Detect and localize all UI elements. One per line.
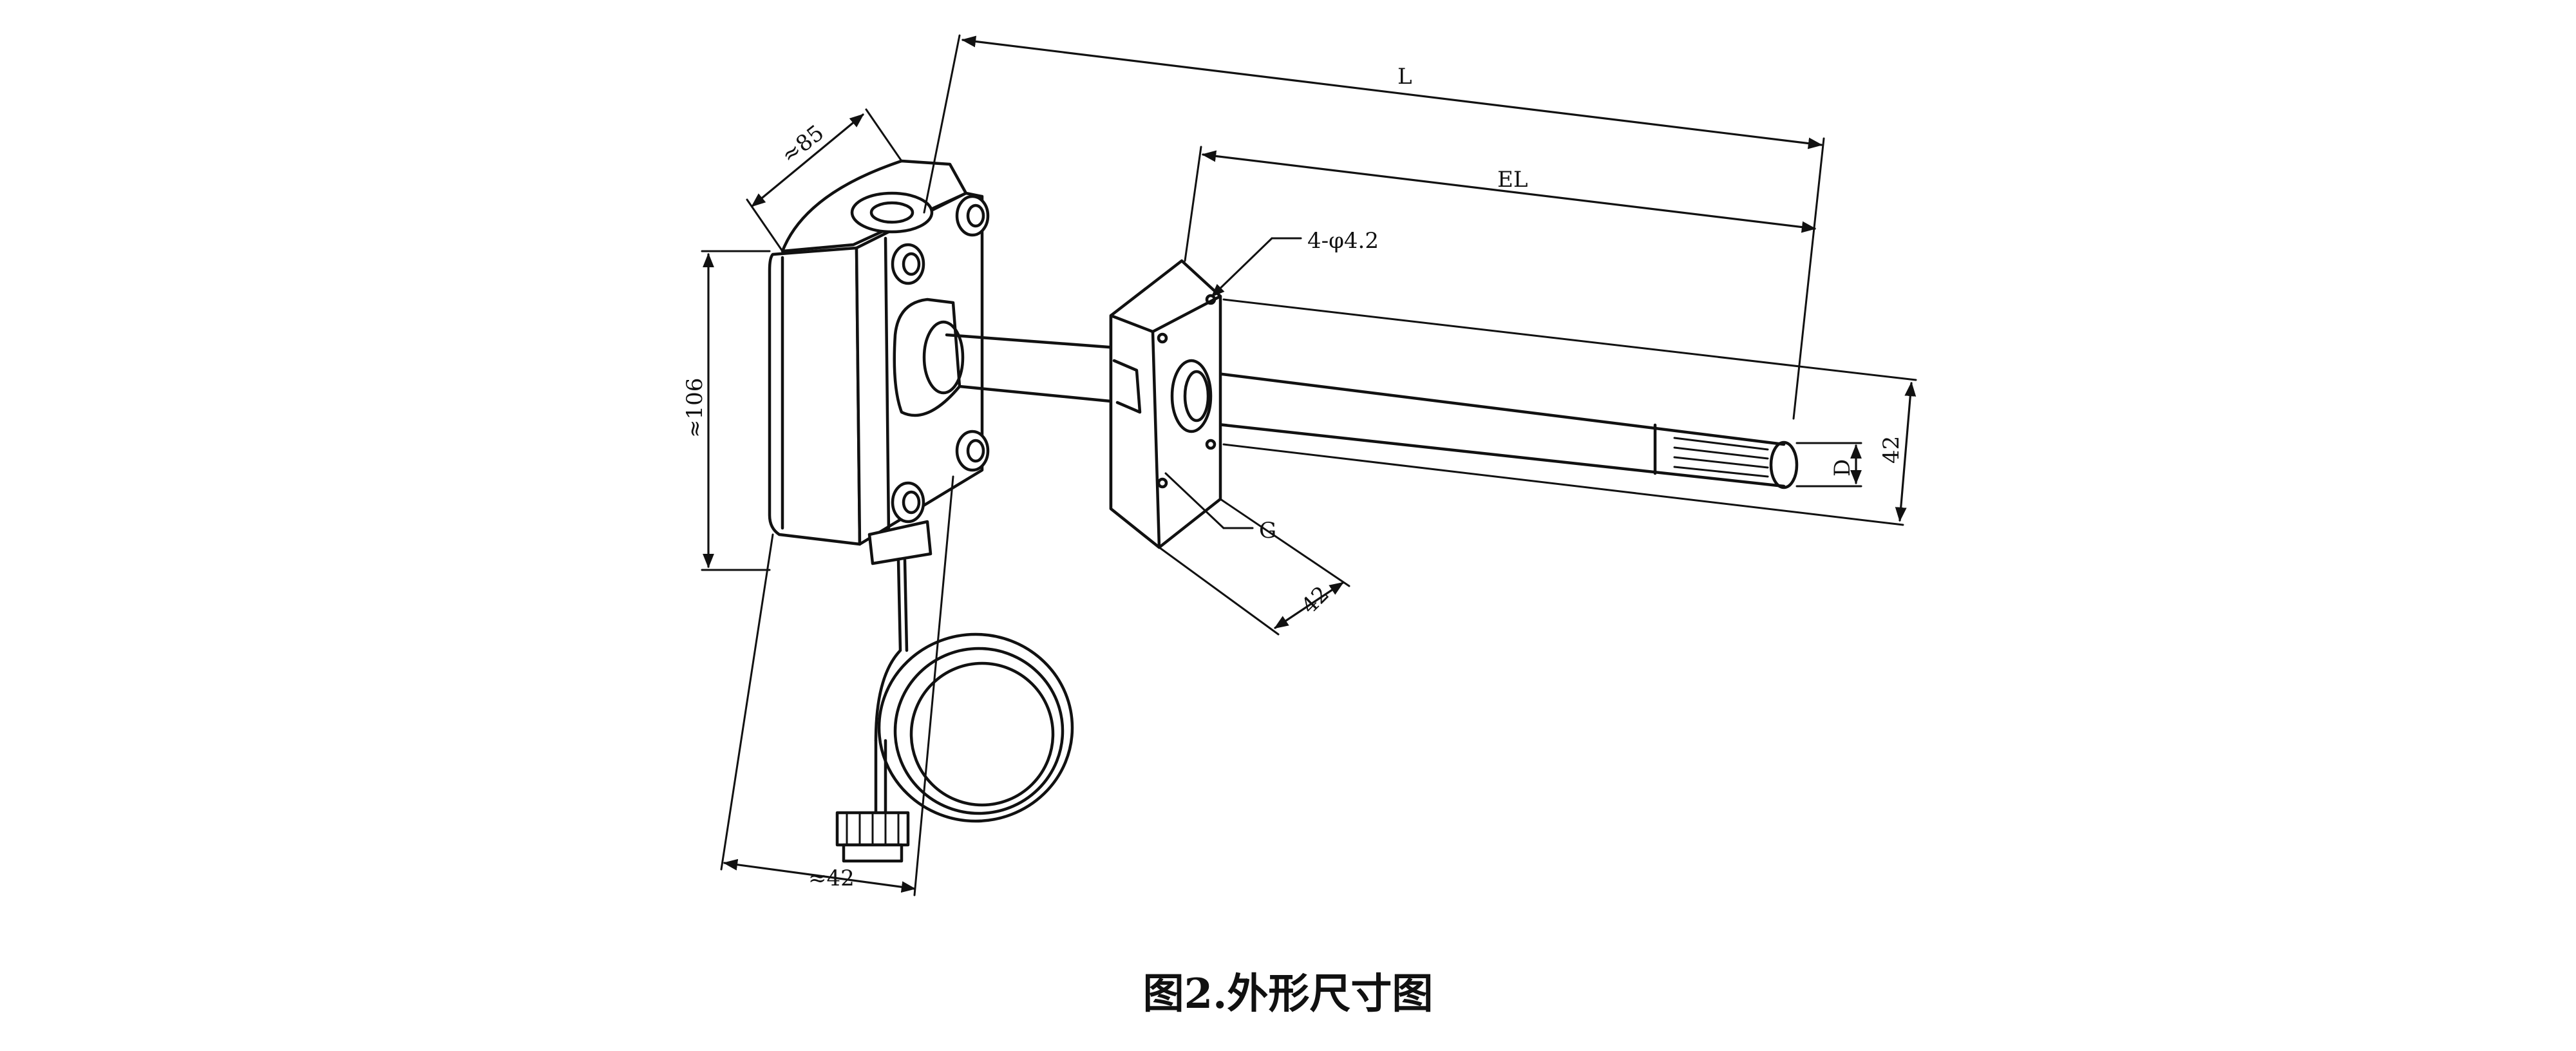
cable xyxy=(874,558,1074,823)
label-housing-height: ≈106 xyxy=(682,378,708,438)
dimension-housing-height: ≈106 xyxy=(682,250,771,571)
dimension-probe-height: 42 xyxy=(1222,298,1917,526)
label-housing-depth: ≈85 xyxy=(777,120,829,169)
cable-connector xyxy=(835,811,910,863)
callout-holes: 4-φ4.2 xyxy=(1211,228,1379,298)
label-holes: 4-φ4.2 xyxy=(1307,228,1379,254)
label-flange-height: 42 xyxy=(1879,436,1904,464)
label-EL: EL xyxy=(1497,167,1528,193)
figure-caption: 图2.外形尺寸图 xyxy=(1143,970,1434,1018)
dimension-EL: EL xyxy=(1184,146,1817,262)
label-D: D xyxy=(1830,459,1855,477)
label-flange-width: 42 xyxy=(1296,581,1334,619)
sensor-housing xyxy=(768,159,990,565)
mounting-flange xyxy=(1109,259,1222,549)
probe-tube xyxy=(945,333,1799,489)
label-L: L xyxy=(1397,64,1412,90)
dimension-L: L xyxy=(923,34,1825,420)
dimension-D: D xyxy=(1795,442,1862,488)
label-housing-width: ≈42 xyxy=(808,866,855,891)
dimension-housing-width: ≈42 xyxy=(720,475,954,896)
